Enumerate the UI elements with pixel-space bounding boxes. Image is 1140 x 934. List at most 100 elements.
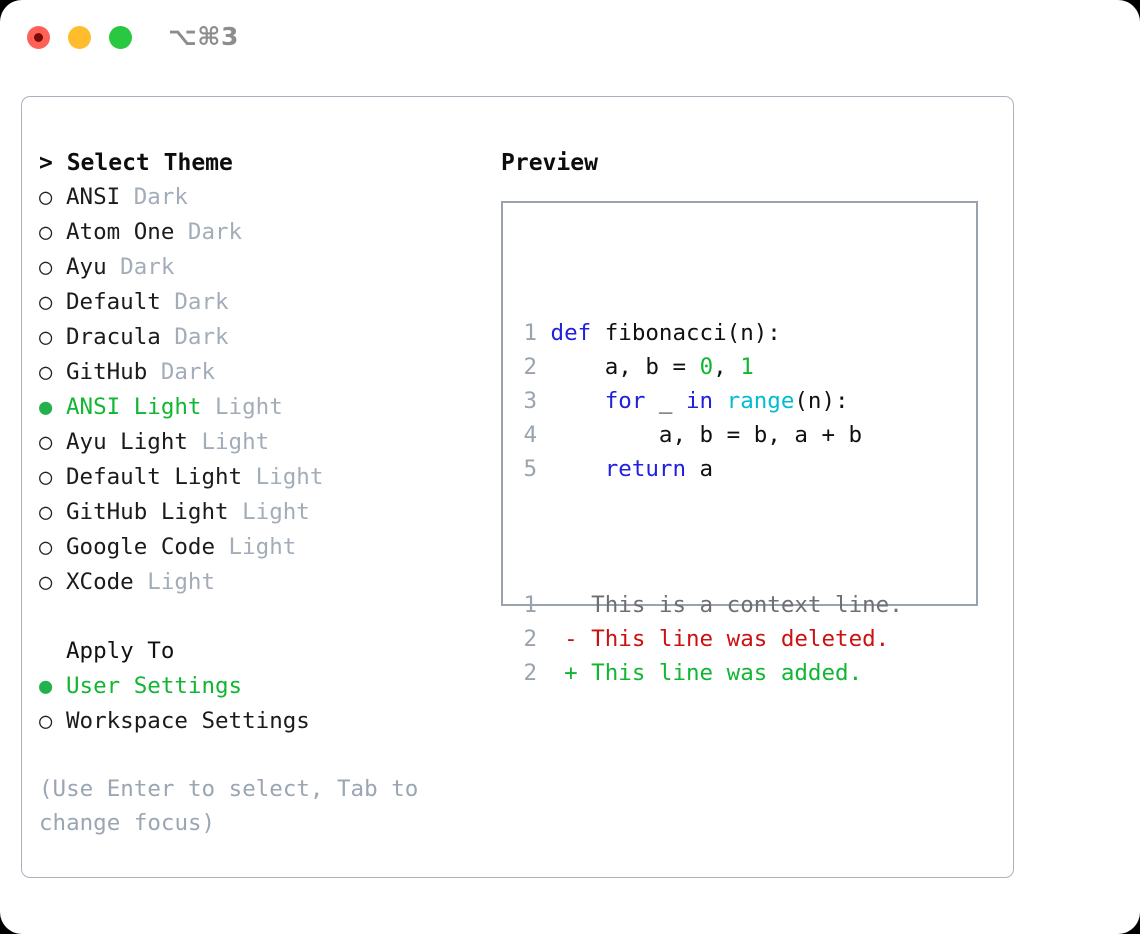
diff-text: This line was deleted. bbox=[577, 626, 890, 652]
theme-option-name: Default bbox=[66, 289, 161, 315]
title-bar: ⌥⌘3 bbox=[0, 0, 1140, 78]
preview-column: Preview 1 def fibonacci(n):2 a, b = 0, 1… bbox=[501, 146, 1001, 686]
code-token: def bbox=[550, 320, 605, 346]
theme-option-category: Light bbox=[228, 499, 310, 525]
theme-option-name: ANSI Light bbox=[66, 394, 202, 420]
diff-line: 1 This is a context line. bbox=[523, 588, 902, 622]
theme-option-row[interactable]: ○ Google Code Light bbox=[39, 530, 499, 565]
spacer bbox=[39, 600, 499, 634]
radio-unselected-icon[interactable]: ○ bbox=[39, 570, 53, 595]
radio-unselected-icon[interactable]: ○ bbox=[39, 430, 53, 455]
theme-option-row[interactable]: ○ Ayu Light Light bbox=[39, 425, 499, 460]
keyboard-shortcut-label: ⌥⌘3 bbox=[168, 22, 239, 51]
code-line-number: 3 bbox=[523, 388, 537, 414]
code-line: 5 return a bbox=[523, 452, 903, 486]
diff-marker: + bbox=[564, 660, 578, 686]
main-panel: > Select Theme ○ANSI Dark○Atom One Dark○… bbox=[21, 96, 1014, 878]
radio-unselected-icon[interactable]: ○ bbox=[39, 500, 53, 525]
apply-to-heading: Apply To bbox=[66, 638, 175, 664]
theme-option-category: Light bbox=[201, 394, 283, 420]
radio-unselected-icon[interactable]: ○ bbox=[39, 535, 53, 560]
code-token: (n): bbox=[726, 320, 781, 346]
radio-unselected-icon[interactable]: ○ bbox=[39, 290, 53, 315]
code-token bbox=[551, 456, 605, 482]
diff-text: This line was added. bbox=[577, 660, 863, 686]
apply-to-option-row[interactable]: ● User Settings bbox=[39, 669, 499, 704]
code-token: for bbox=[604, 388, 646, 414]
theme-option-row[interactable]: ○Ayu Dark bbox=[39, 250, 499, 285]
radio-selected-icon[interactable]: ● bbox=[39, 395, 53, 420]
theme-option-name: ANSI bbox=[66, 184, 121, 210]
code-token bbox=[551, 388, 605, 414]
theme-option-category: Dark bbox=[106, 254, 175, 280]
theme-option-name: Ayu Light bbox=[66, 429, 188, 455]
theme-option-name: Google Code bbox=[66, 534, 216, 560]
apply-to-option-row[interactable]: ○ Workspace Settings bbox=[39, 704, 499, 739]
keyboard-hint: (Use Enter to select, Tab to change focu… bbox=[39, 776, 419, 836]
radio-unselected-icon[interactable]: ○ bbox=[39, 465, 53, 490]
radio-selected-icon[interactable]: ● bbox=[39, 674, 53, 699]
theme-option-row[interactable]: ○ Atom One Dark bbox=[39, 215, 499, 250]
code-token: in bbox=[686, 388, 714, 414]
apply-to-heading-row: Apply To bbox=[39, 634, 499, 669]
diff-line-number: 2 bbox=[523, 626, 537, 652]
diff-line: 2 + This line was added. bbox=[523, 656, 903, 690]
theme-option-category: Light bbox=[187, 429, 270, 455]
theme-list: ○ANSI Dark○Atom One Dark○Ayu Dark○Defaul… bbox=[39, 180, 499, 600]
radio-unselected-icon[interactable]: ○ bbox=[39, 185, 53, 210]
radio-unselected-icon[interactable]: ○ bbox=[39, 255, 53, 280]
apply-to-option-name: Workspace Settings bbox=[66, 708, 310, 734]
code-token: return bbox=[604, 456, 687, 482]
theme-option-category: Light bbox=[215, 534, 297, 560]
theme-option-row[interactable]: ○ Default Dark bbox=[39, 285, 499, 320]
diff-marker bbox=[564, 592, 578, 618]
theme-option-row[interactable]: ○Dracula Dark bbox=[39, 320, 499, 355]
diff-line-number: 1 bbox=[523, 592, 537, 618]
theme-option-category: Dark bbox=[147, 359, 216, 385]
code-line: 3 for _ in range(n): bbox=[523, 384, 903, 418]
code-line-number: 4 bbox=[523, 422, 537, 448]
theme-option-row[interactable]: ○ GitHub Light Light bbox=[39, 495, 499, 530]
maximize-button[interactable] bbox=[109, 26, 132, 49]
theme-option-category: Light bbox=[133, 569, 216, 595]
radio-unselected-icon[interactable]: ○ bbox=[39, 709, 53, 734]
theme-option-category: Light bbox=[242, 464, 324, 490]
code-token: (n): bbox=[794, 388, 849, 414]
theme-option-row[interactable]: ○GitHub Dark bbox=[39, 355, 499, 390]
code-token: , bbox=[713, 354, 741, 380]
radio-unselected-icon[interactable]: ○ bbox=[39, 325, 53, 350]
blank-marker bbox=[39, 635, 66, 669]
theme-option-name: Default Light bbox=[66, 464, 243, 490]
code-token: a bbox=[686, 456, 714, 482]
minimize-button[interactable] bbox=[68, 26, 91, 49]
theme-option-row[interactable]: ○XCode Light bbox=[39, 565, 499, 600]
preview-heading: Preview bbox=[501, 150, 598, 176]
theme-option-category: Dark bbox=[174, 219, 243, 245]
apply-to-option-name: User Settings bbox=[66, 673, 243, 699]
code-line: 1 def fibonacci(n): bbox=[523, 316, 903, 350]
radio-unselected-icon[interactable]: ○ bbox=[39, 220, 53, 245]
diff-line-number: 2 bbox=[523, 660, 537, 686]
theme-option-category: Dark bbox=[120, 184, 188, 210]
apply-to-list: ● User Settings ○ Workspace Settings bbox=[39, 669, 499, 739]
diff-line: 2 - This line was deleted. bbox=[523, 622, 903, 656]
code-token: range bbox=[726, 388, 795, 414]
radio-unselected-icon[interactable]: ○ bbox=[39, 360, 53, 385]
code-token bbox=[713, 388, 727, 414]
code-token: a, b = bbox=[550, 354, 700, 380]
theme-option-row[interactable]: ● ANSI Light Light bbox=[39, 390, 499, 425]
close-button[interactable] bbox=[27, 26, 50, 49]
theme-selector-column: > Select Theme ○ANSI Dark○Atom One Dark○… bbox=[39, 146, 499, 840]
theme-option-category: Dark bbox=[160, 289, 229, 315]
theme-option-row[interactable]: ○ Default Light Light bbox=[39, 460, 499, 495]
theme-option-name: Atom One bbox=[66, 219, 175, 245]
theme-option-row[interactable]: ○ ANSI Dark bbox=[39, 180, 499, 215]
code-token: fibonacci bbox=[604, 320, 727, 346]
diff-marker: - bbox=[564, 626, 578, 652]
code-token: _ bbox=[645, 388, 687, 414]
select-theme-heading: > Select Theme bbox=[39, 150, 233, 176]
theme-option-name: GitHub Light bbox=[66, 499, 229, 525]
